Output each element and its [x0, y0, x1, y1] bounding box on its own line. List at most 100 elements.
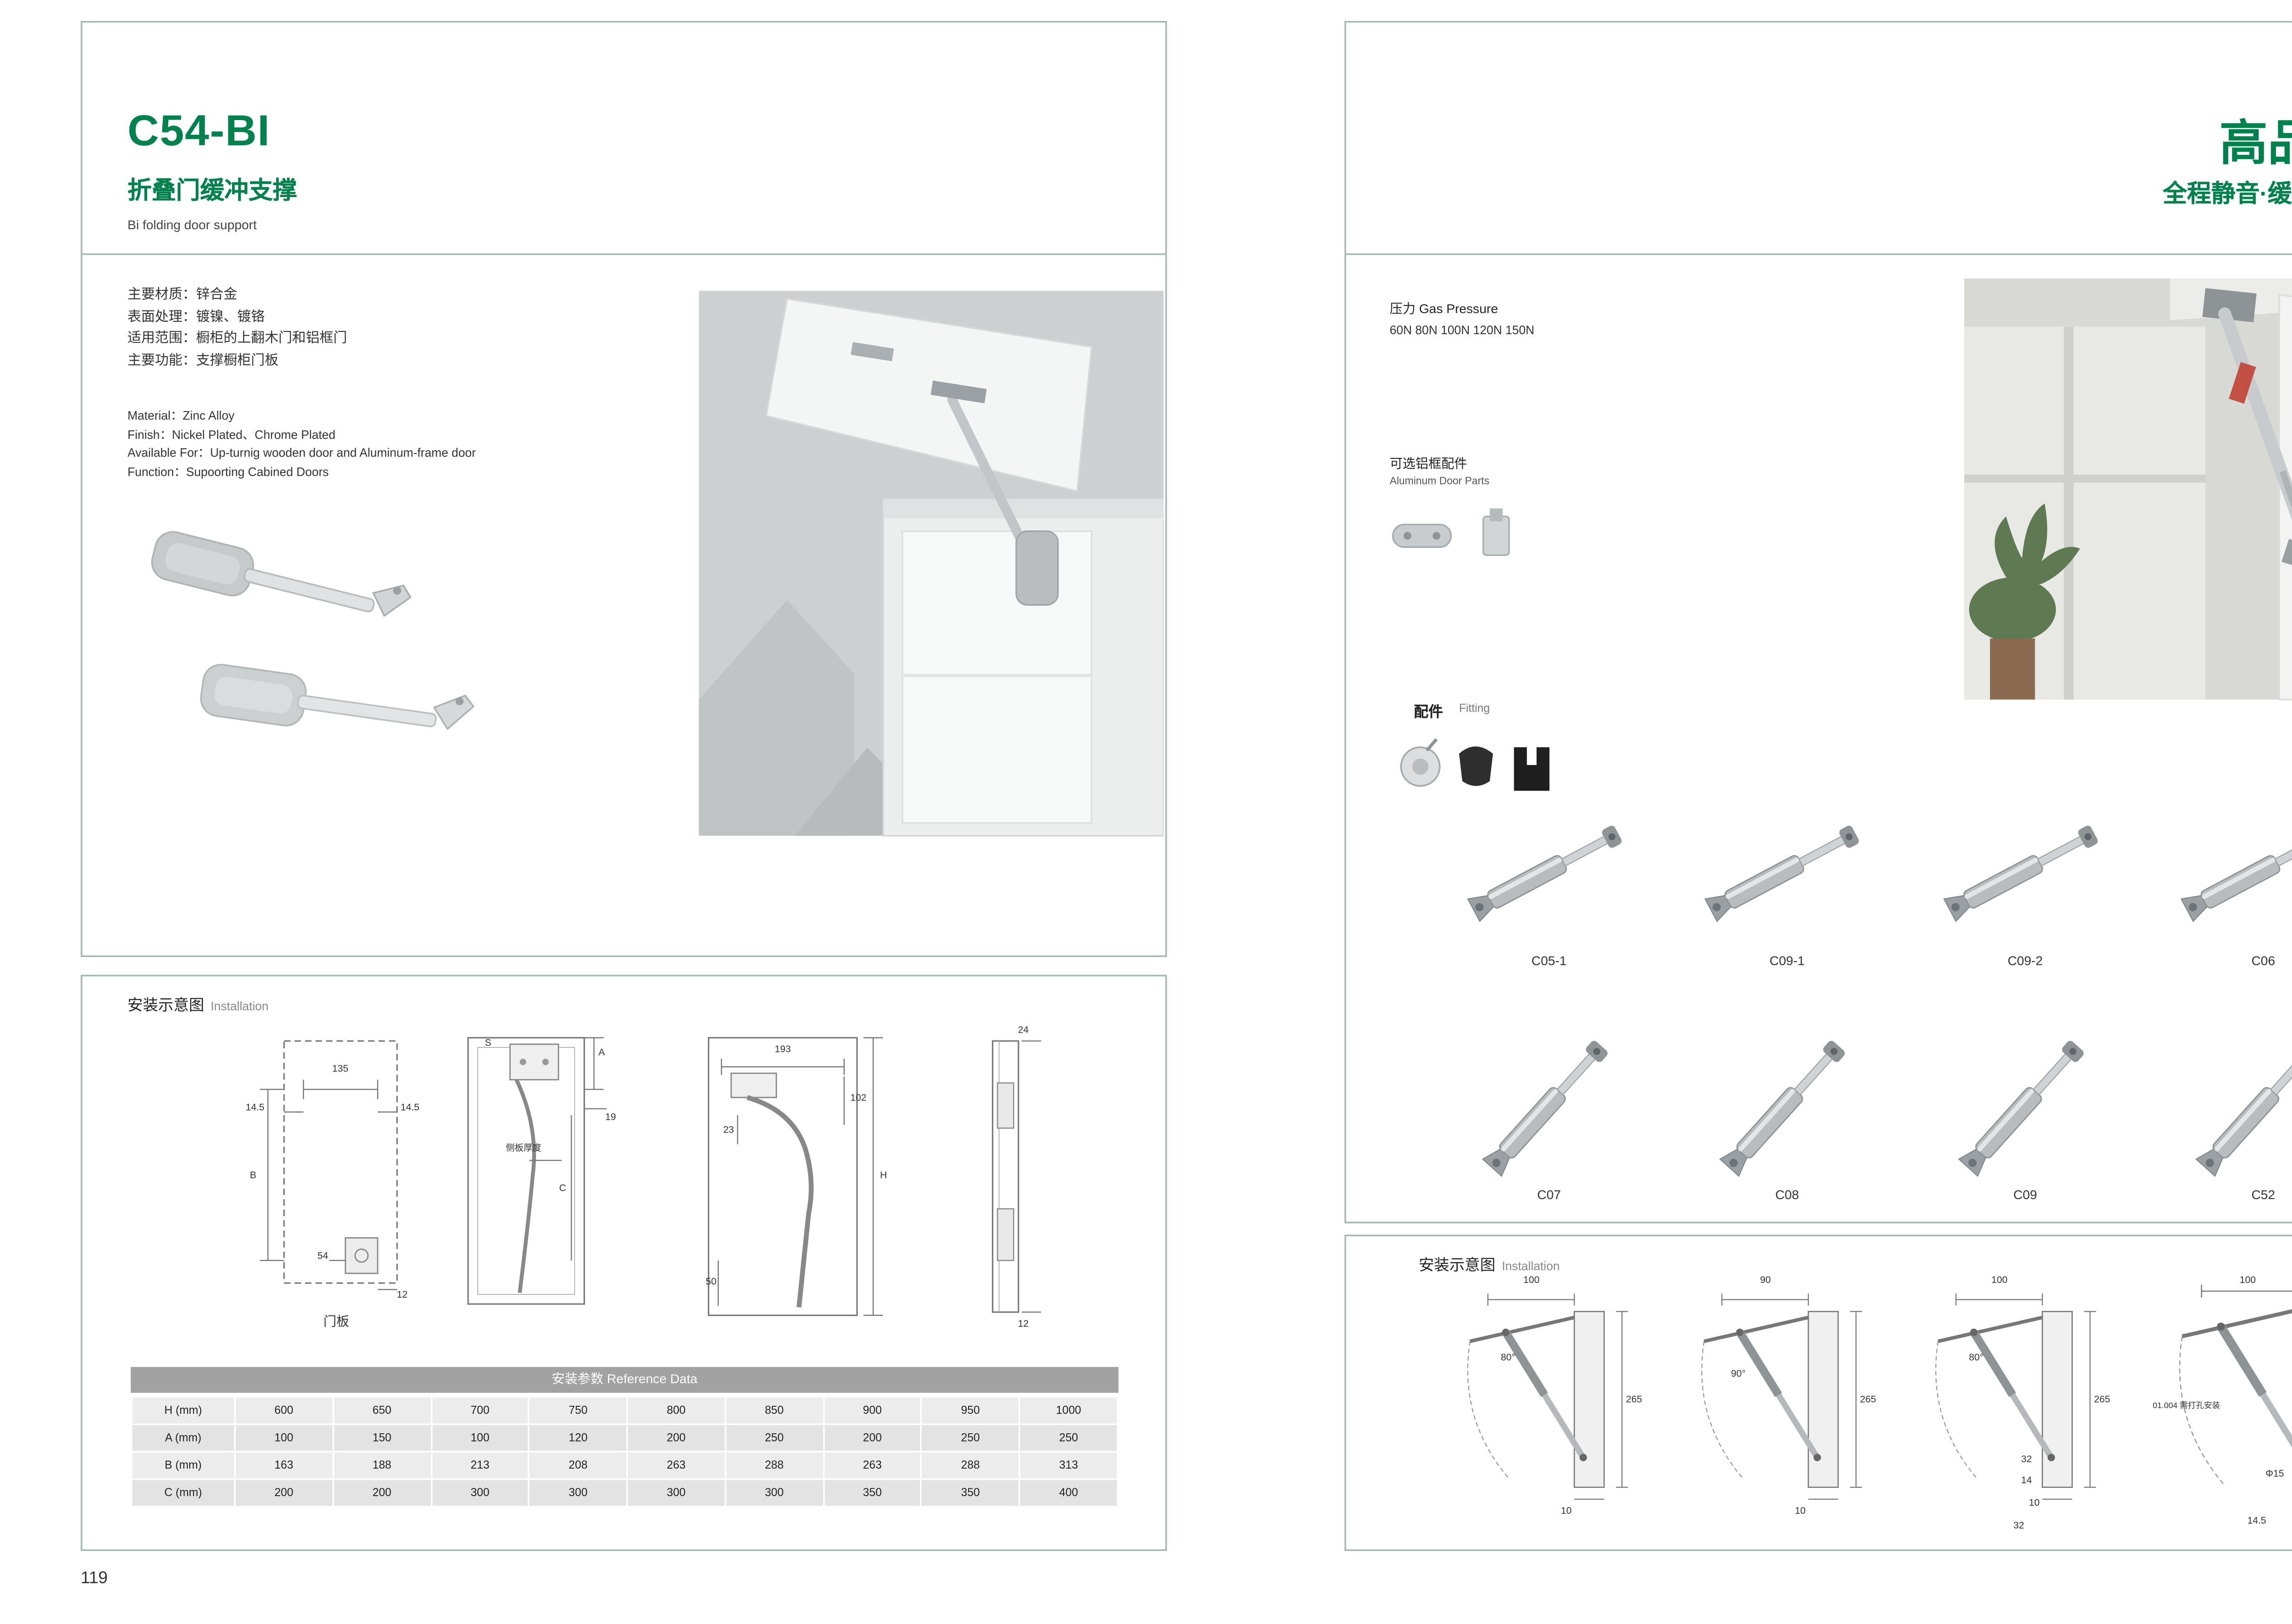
diagram-install-2: 90 90° 265 10 — [1680, 1272, 1876, 1530]
table-cell: 700 — [430, 1396, 530, 1426]
dim-a: A — [598, 1049, 605, 1059]
gas-spring-image — [1943, 826, 2098, 922]
side-thickness-label: 侧板厚度 — [506, 1144, 541, 1154]
diagram-art — [1446, 1272, 1640, 1530]
specs-en: Material：Zinc Alloy Finish：Nickel Plated… — [127, 407, 476, 482]
table-cell: 950 — [920, 1396, 1020, 1426]
dim-height: 265 — [1625, 1396, 1642, 1406]
diagram-side-view: S A 19 C 侧板厚度 — [446, 1018, 623, 1341]
spec-line: Finish：Nickel Plated、Chrome Plated — [127, 427, 336, 442]
product-label: C52 — [2251, 1188, 2275, 1203]
fitting-parts-image — [1400, 738, 1550, 791]
right-header-box: 高品质 全程静音·缓冲支撑 Gas spring 压力 Gas Pressure… — [1344, 21, 2292, 1223]
dim-54: 54 — [317, 1252, 328, 1262]
dim-24: 24 — [1018, 1026, 1029, 1036]
product-c52: C52 — [2144, 975, 2292, 1209]
gas-pressure-label: 压力 Gas Pressure — [1389, 302, 1498, 317]
table-cell: 200 — [626, 1423, 726, 1453]
table-cell: 200 — [234, 1478, 334, 1508]
cabinet-application-photo — [699, 291, 1164, 837]
page-number-left: 119 — [81, 1569, 108, 1588]
dim-23: 23 — [723, 1126, 734, 1136]
table-cell: 650 — [332, 1396, 432, 1426]
spec-line: 主要材质：锌合金 — [127, 286, 237, 302]
gas-spring-image — [1957, 1040, 2083, 1177]
dim-height: 265 — [2094, 1396, 2110, 1406]
dim-32a: 32 — [2021, 1455, 2032, 1465]
diagram-install-4: 100 01.004 需打孔安装 265 Φ15 14.5 10 — [2148, 1272, 2292, 1530]
gas-spring-image — [1704, 826, 1859, 922]
table-cell: 120 — [528, 1423, 628, 1453]
table-cell: 288 — [920, 1451, 1020, 1480]
table-cell: 300 — [430, 1478, 530, 1508]
dim-193: 193 — [775, 1046, 791, 1056]
table-cell: 350 — [920, 1478, 1020, 1508]
product-label: C06 — [2251, 953, 2275, 969]
product-subtitle-cn: 折叠门缓冲支撑 — [127, 177, 297, 205]
product-label: C07 — [1537, 1188, 1561, 1203]
dim-height: 265 — [1860, 1396, 1876, 1406]
left-header-box: C54-BI 折叠门缓冲支撑 Bi folding door support 主… — [81, 21, 1167, 957]
table-cell: 150 — [332, 1423, 432, 1453]
table-cell: 850 — [724, 1396, 824, 1426]
table-cell: 213 — [430, 1451, 530, 1480]
table-cell: 350 — [822, 1478, 922, 1508]
dim-angle: 80° — [1969, 1354, 1984, 1365]
product-subtitle-en: Bi folding door support — [127, 218, 257, 233]
table-cell: 250 — [1019, 1423, 1119, 1453]
table-cell: 263 — [822, 1451, 922, 1480]
fitting-label-en: Fitting — [1459, 704, 1490, 715]
spec-line: 主要功能：支撑橱柜门板 — [127, 351, 279, 368]
dim-12: 12 — [397, 1291, 408, 1301]
quality-title: 高品质 — [2219, 118, 2292, 171]
header-divider — [82, 253, 1166, 255]
row-label: H (mm) — [131, 1396, 236, 1426]
specs-cn: 主要材质：锌合金 表面处理：镀镍、镀铬 适用范围：橱柜的上翻木门和铝框门 主要功… — [127, 284, 347, 372]
spec-line: Material：Zinc Alloy — [127, 408, 235, 423]
dim-bottom: 10 — [2029, 1499, 2040, 1509]
row-label: B (mm) — [131, 1451, 236, 1480]
dim-h: H — [880, 1172, 887, 1182]
products-grid: C05-1 C09-1 C09-2 C06 C07 — [1430, 741, 2292, 1209]
gas-spring-photo — [1964, 278, 2292, 700]
product-label: C09 — [2013, 1188, 2037, 1203]
header-divider — [1346, 253, 2292, 255]
fitting-label-cn: 配件 — [1414, 704, 1443, 720]
dim-50: 50 — [705, 1278, 717, 1288]
dim-top: 100 — [1523, 1277, 1540, 1287]
aluminum-parts-label-en: Aluminum Door Parts — [1389, 476, 1490, 488]
table-cell: 188 — [332, 1451, 432, 1480]
drill-note: 01.004 需打孔安装 — [2153, 1402, 2220, 1412]
product-label: C08 — [1775, 1188, 1799, 1203]
reference-table-title: 安装参数 Reference Data — [131, 1367, 1119, 1393]
dim-bottom: 10 — [1560, 1507, 1572, 1517]
product-label: C05-1 — [1531, 953, 1567, 969]
installation-title-en: Installation — [1502, 1259, 1560, 1274]
dim-14-5-left: 14.5 — [245, 1104, 264, 1114]
gas-spring-image — [1719, 1040, 1846, 1177]
table-cell: 313 — [1019, 1451, 1119, 1480]
dim-14: 14 — [2021, 1476, 2032, 1486]
dim-dia: Φ15 — [2265, 1471, 2284, 1481]
dim-19: 19 — [605, 1113, 616, 1123]
dim-14-5-right: 14.5 — [400, 1104, 419, 1114]
dim-s: S — [485, 1039, 491, 1049]
dim-102: 102 — [850, 1094, 867, 1104]
gas-spring-image — [2181, 834, 2292, 922]
table-cell: 100 — [430, 1423, 530, 1453]
table-cell: 300 — [626, 1478, 726, 1508]
dim-12b: 12 — [1018, 1320, 1029, 1330]
spec-line: 表面处理：镀镍、镀铬 — [127, 308, 265, 324]
dim-top: 100 — [1991, 1277, 2008, 1287]
gas-spring-image — [2195, 1051, 2292, 1177]
dim-angle: 90° — [1731, 1370, 1746, 1380]
spec-line: 适用范围：橱柜的上翻木门和铝框门 — [127, 329, 347, 346]
product-label: C09-2 — [2007, 953, 2043, 969]
dim-32b: 32 — [2013, 1522, 2024, 1532]
table-cell: 208 — [528, 1451, 628, 1480]
